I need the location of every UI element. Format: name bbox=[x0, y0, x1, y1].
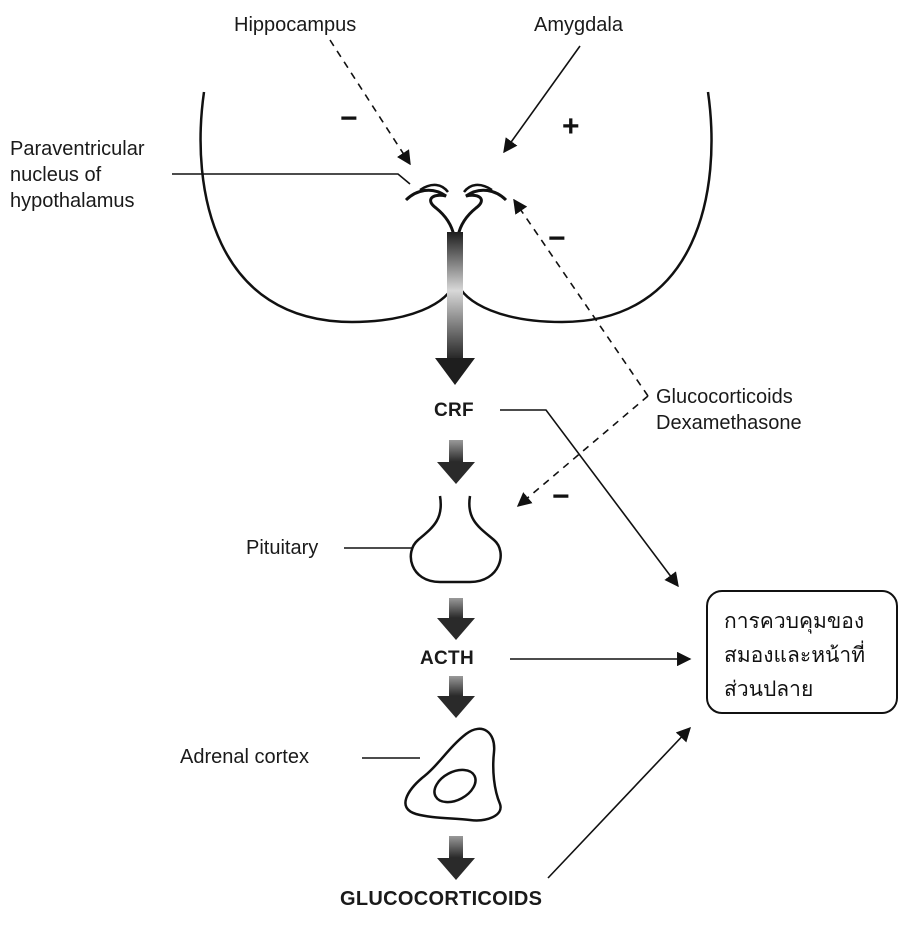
pituitary-arrow-head bbox=[437, 618, 475, 640]
feedback-to-pituitary bbox=[518, 396, 648, 506]
acth-label: ACTH bbox=[420, 648, 474, 670]
feedback-to-hypothalamus bbox=[514, 200, 648, 396]
adrenal-arrow-shaft bbox=[449, 836, 463, 860]
pituitary-feedback-sign: − bbox=[552, 482, 570, 512]
hypothalamus-feedback-sign: − bbox=[548, 224, 566, 254]
crf-label: CRF bbox=[434, 400, 474, 422]
hippocampus-label: Hippocampus bbox=[234, 14, 356, 36]
pvn-shape bbox=[406, 190, 506, 236]
pvn-label: Paraventricular nucleus of hypothalamus bbox=[10, 136, 145, 214]
stalk bbox=[447, 232, 463, 362]
effect-box-text: การควบคุมของ สมองและหน้าที่ ส่วนปลาย bbox=[724, 604, 865, 706]
glucocorticoids-dexamethasone-label: Glucocorticoids Dexamethasone bbox=[656, 384, 802, 436]
adrenal-cortex-label: Adrenal cortex bbox=[180, 746, 309, 768]
stalk-arrowhead bbox=[435, 358, 475, 385]
hippocampus-inhibit-sign: − bbox=[340, 104, 358, 134]
adrenal-medulla bbox=[429, 763, 481, 808]
acth-arrow-shaft bbox=[449, 676, 463, 698]
glucocorticoids-output-label: GLUCOCORTICOIDS bbox=[340, 888, 542, 910]
pituitary-label: Pituitary bbox=[246, 537, 318, 559]
acth-arrow-head bbox=[437, 696, 475, 718]
pituitary-shape bbox=[411, 496, 501, 582]
amygdala-label: Amygdala bbox=[534, 14, 623, 36]
glucocorticoids-to-effect-arrow bbox=[548, 728, 690, 878]
crf-arrow-head bbox=[437, 462, 475, 484]
amygdala-excite-sign: + bbox=[562, 112, 580, 142]
pvn-leader-line bbox=[172, 174, 410, 184]
effect-box: การควบคุมของ สมองและหน้าที่ ส่วนปลาย bbox=[706, 590, 898, 714]
pituitary-arrow-shaft bbox=[449, 598, 463, 620]
adrenal-shape bbox=[405, 729, 500, 821]
adrenal-arrow-head bbox=[437, 858, 475, 880]
crf-arrow-shaft bbox=[449, 440, 463, 464]
